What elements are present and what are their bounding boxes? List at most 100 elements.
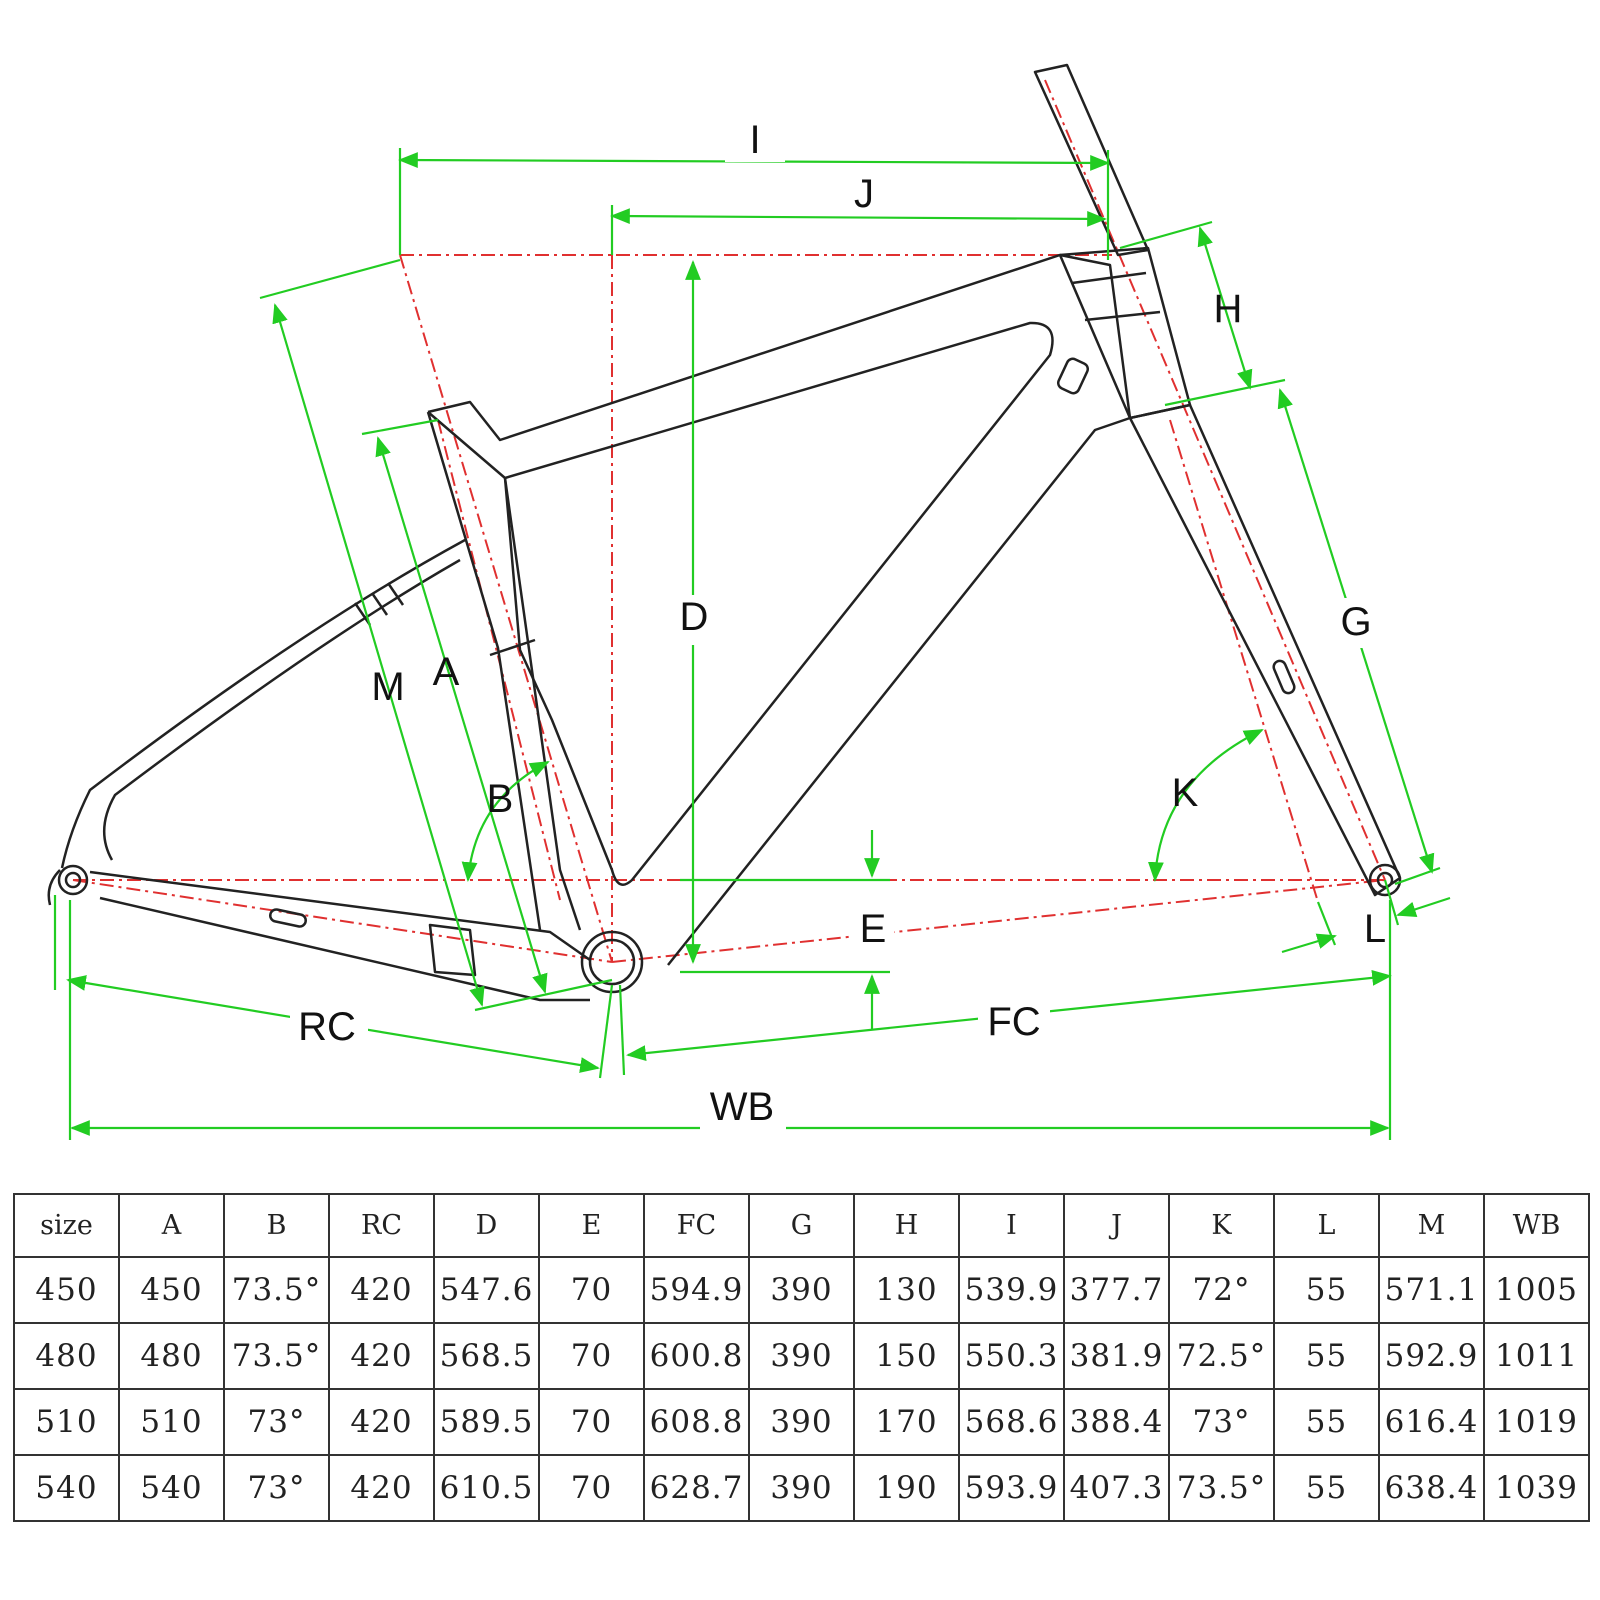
table-cell: 594.9 bbox=[643, 1256, 750, 1324]
table-cell: 616.4 bbox=[1378, 1388, 1485, 1456]
header-H: H bbox=[853, 1193, 960, 1258]
table-cell: 420 bbox=[328, 1322, 435, 1390]
table-cell: 390 bbox=[748, 1454, 855, 1522]
table-cell: 568.6 bbox=[958, 1388, 1065, 1456]
table-cell: 540 bbox=[118, 1454, 225, 1522]
header-B: B bbox=[223, 1193, 330, 1258]
label-J: J bbox=[854, 172, 874, 216]
label-RC: RC bbox=[298, 1005, 356, 1049]
table-cell: 55 bbox=[1273, 1388, 1380, 1456]
label-M: M bbox=[371, 665, 404, 709]
table-cell: 592.9 bbox=[1378, 1322, 1485, 1390]
table-cell: 390 bbox=[748, 1256, 855, 1324]
table-cell: 130 bbox=[853, 1256, 960, 1324]
table-cell: 190 bbox=[853, 1454, 960, 1522]
header-M: M bbox=[1378, 1193, 1485, 1258]
table-cell: 450 bbox=[118, 1256, 225, 1324]
dimension-labels: I J H D G M A B K E L RC FC WB bbox=[290, 118, 1386, 1134]
table-cell: 539.9 bbox=[958, 1256, 1065, 1324]
label-K: K bbox=[1172, 771, 1199, 815]
table-cell: 73° bbox=[1168, 1388, 1275, 1456]
table-cell: 510 bbox=[118, 1388, 225, 1456]
table-cell: 381.9 bbox=[1063, 1322, 1170, 1390]
header-RC: RC bbox=[328, 1193, 435, 1258]
table-cell: 1005 bbox=[1483, 1256, 1590, 1324]
table-cell: 480 bbox=[118, 1322, 225, 1390]
table-cell: 55 bbox=[1273, 1454, 1380, 1522]
table-cell: 150 bbox=[853, 1322, 960, 1390]
table-cell: 589.5 bbox=[433, 1388, 540, 1456]
header-L: L bbox=[1273, 1193, 1380, 1258]
table-cell: 420 bbox=[328, 1388, 435, 1456]
table-cell: 70 bbox=[538, 1388, 645, 1456]
label-B: B bbox=[487, 777, 514, 821]
rear-dropout bbox=[57, 864, 89, 896]
table-cell: 420 bbox=[328, 1454, 435, 1522]
label-FC: FC bbox=[987, 1000, 1040, 1044]
table-cell: 72° bbox=[1168, 1256, 1275, 1324]
header-G: G bbox=[748, 1193, 855, 1258]
table-cell: 540 bbox=[13, 1454, 120, 1522]
table-cell: 1039 bbox=[1483, 1454, 1590, 1522]
table-cell: 628.7 bbox=[643, 1454, 750, 1522]
table-cell: 571.1 bbox=[1378, 1256, 1485, 1324]
table-cell: 70 bbox=[538, 1256, 645, 1324]
table-row: 480 480 73.5° 420 568.5 70 600.8 390 150… bbox=[13, 1322, 1590, 1390]
table-cell: 1011 bbox=[1483, 1322, 1590, 1390]
label-E: E bbox=[860, 907, 887, 951]
top-tube-down-tube bbox=[427, 253, 1132, 966]
table-cell: 377.7 bbox=[1063, 1256, 1170, 1324]
header-size: size bbox=[13, 1193, 120, 1258]
table-cell: 73.5° bbox=[1168, 1454, 1275, 1522]
label-L: L bbox=[1364, 907, 1386, 951]
label-I: I bbox=[749, 118, 760, 162]
table-cell: 73° bbox=[223, 1388, 330, 1456]
table-cell: 390 bbox=[748, 1322, 855, 1390]
table-cell: 547.6 bbox=[433, 1256, 540, 1324]
table-cell: 450 bbox=[13, 1256, 120, 1324]
bicycle-frame bbox=[47, 63, 1402, 1002]
header-E: E bbox=[538, 1193, 645, 1258]
header-A: A bbox=[118, 1193, 225, 1258]
table-row: 450 450 73.5° 420 547.6 70 594.9 390 130… bbox=[13, 1256, 1590, 1324]
header-D: D bbox=[433, 1193, 540, 1258]
label-H: H bbox=[1214, 287, 1243, 331]
seat-stay-inner bbox=[102, 558, 461, 861]
header-WB: WB bbox=[1483, 1193, 1590, 1258]
table-cell: 70 bbox=[538, 1454, 645, 1522]
header-J: J bbox=[1063, 1193, 1170, 1258]
table-cell: 610.5 bbox=[433, 1454, 540, 1522]
table-cell: 73.5° bbox=[223, 1322, 330, 1390]
frame-geometry-diagram: I J H D G M A B K E L RC FC WB bbox=[47, 63, 1451, 1140]
table-cell: 420 bbox=[328, 1256, 435, 1324]
fork bbox=[1128, 403, 1402, 897]
table-cell: 170 bbox=[853, 1388, 960, 1456]
table-cell: 638.4 bbox=[1378, 1454, 1485, 1522]
table-cell: 593.9 bbox=[958, 1454, 1065, 1522]
table-cell: 388.4 bbox=[1063, 1388, 1170, 1456]
table-cell: 70 bbox=[538, 1322, 645, 1390]
table-cell: 550.3 bbox=[958, 1322, 1065, 1390]
table-cell: 608.8 bbox=[643, 1388, 750, 1456]
geometry-centerlines bbox=[72, 79, 1386, 963]
table-cell: 480 bbox=[13, 1322, 120, 1390]
header-FC: FC bbox=[643, 1193, 750, 1258]
geometry-table: size A B RC D E FC G H I J K L M WB 450 … bbox=[13, 1193, 1590, 1522]
table-cell: 73.5° bbox=[223, 1256, 330, 1324]
table-cell: 73° bbox=[223, 1454, 330, 1522]
table-row: 510 510 73° 420 589.5 70 608.8 390 170 5… bbox=[13, 1388, 1590, 1456]
main-triangle-inner bbox=[503, 321, 1054, 886]
table-cell: 55 bbox=[1273, 1322, 1380, 1390]
table-cell: 72.5° bbox=[1168, 1322, 1275, 1390]
label-G: G bbox=[1340, 600, 1371, 644]
table-header-row: size A B RC D E FC G H I J K L M WB bbox=[13, 1193, 1590, 1258]
table-cell: 600.8 bbox=[643, 1322, 750, 1390]
table-row: 540 540 73° 420 610.5 70 628.7 390 190 5… bbox=[13, 1454, 1590, 1522]
table-cell: 1019 bbox=[1483, 1388, 1590, 1456]
chain-stay-upper bbox=[89, 870, 591, 962]
header-K: K bbox=[1168, 1193, 1275, 1258]
table-cell: 510 bbox=[13, 1388, 120, 1456]
label-D: D bbox=[680, 595, 709, 639]
table-cell: 568.5 bbox=[433, 1322, 540, 1390]
head-tube bbox=[1058, 246, 1192, 420]
